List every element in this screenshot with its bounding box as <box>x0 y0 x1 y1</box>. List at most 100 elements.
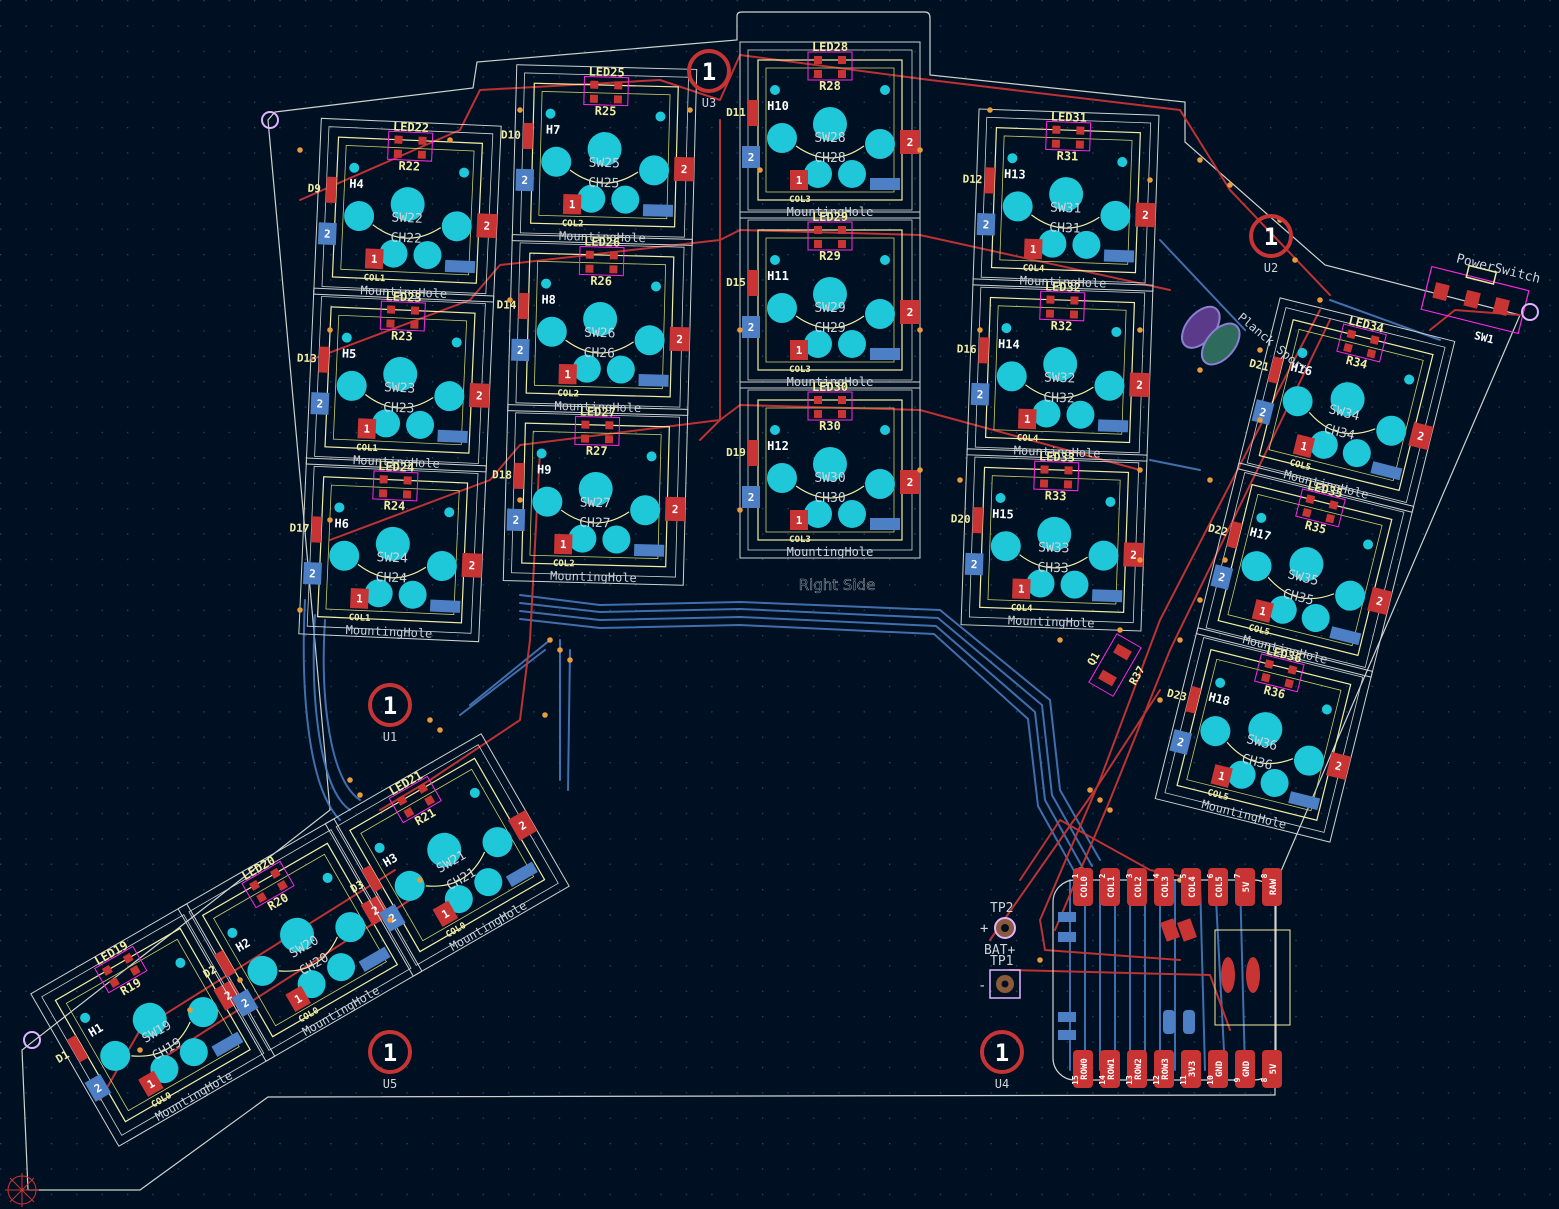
switch-pin-hole <box>990 531 1021 562</box>
mcu-pin[interactable]: 5V7 <box>1233 868 1255 906</box>
keycap-outline <box>502 404 689 586</box>
led-pad <box>276 880 288 891</box>
mcu-pin-number: 6 <box>1206 873 1215 878</box>
led-pad <box>1287 665 1298 675</box>
fab-outline <box>325 484 460 615</box>
via <box>437 727 443 733</box>
fiducial-ring <box>687 49 731 93</box>
mcu-pin[interactable]: 5V8 <box>1260 1050 1282 1088</box>
key-switch[interactable]: LED30R30221SW30CH30H12COL3MountingHoleD1… <box>726 380 921 559</box>
switch-pin-hole <box>297 970 326 999</box>
fiducial-ring <box>368 683 412 727</box>
mcu-pin-label: RAW <box>1269 878 1279 895</box>
pad-1 <box>1011 578 1031 600</box>
fab-outline <box>765 237 895 363</box>
switch-fab-arc <box>278 936 338 972</box>
pad-2 <box>1135 202 1156 228</box>
pad-2 <box>1325 751 1352 781</box>
mcu-pin-number: 5 <box>1179 873 1188 878</box>
hole-label: H18 <box>1207 690 1231 709</box>
pad-2-label: 2 <box>1142 209 1149 222</box>
pad-2-label: 2 <box>1136 379 1143 392</box>
led-courtyard <box>1336 323 1387 363</box>
led-pad <box>410 320 419 329</box>
fiducial: 1U4 <box>980 1030 1024 1091</box>
keycap-outline <box>313 117 502 303</box>
switch-pin-hole <box>1294 745 1325 776</box>
diode-label: D17 <box>289 521 309 535</box>
key-switch[interactable]: LED29R29221SW29CH29H11COL3MountingHoleD1… <box>726 210 921 389</box>
diode-pad <box>213 950 236 978</box>
switch-center-hole <box>813 447 847 481</box>
fiducial-ref: U4 <box>995 1077 1009 1091</box>
switch-pin-hole <box>179 1038 208 1067</box>
led-pad <box>1076 126 1085 135</box>
back-pad-2 <box>303 561 322 585</box>
pad-1 <box>1292 434 1316 458</box>
back-pad-1 <box>429 599 461 613</box>
led-courtyard <box>1295 488 1346 528</box>
led-hole <box>459 167 470 178</box>
key-switch[interactable]: LED28R28221SW28CH28H10COL3MountingHoleD1… <box>726 40 921 219</box>
switch-pin-hole <box>1026 569 1055 598</box>
led-label: LED23 <box>385 289 422 305</box>
hole-label: H3 <box>380 851 400 870</box>
fiducial-ref: U2 <box>1264 261 1278 275</box>
led-pad <box>379 475 388 484</box>
back-pad-2 <box>231 988 259 1017</box>
switch-fab-arc <box>1019 554 1088 569</box>
q1-label: Q1 <box>1085 650 1103 668</box>
fab-outline <box>1268 328 1424 482</box>
switch-center-hole <box>280 917 314 952</box>
back-pad-2 <box>1210 564 1234 590</box>
pad-1 <box>790 170 808 190</box>
led-pad <box>1302 507 1312 518</box>
fiducial-ref: U3 <box>702 96 716 110</box>
back-pad-2-label: 2 <box>517 344 524 357</box>
battery-testpoints[interactable]: TP2 + BAT+ TP1 - <box>978 901 1021 999</box>
pad-2-label: 2 <box>476 389 483 402</box>
led-pad <box>604 435 614 444</box>
pad-1 <box>350 588 369 609</box>
back-pad-2 <box>1251 399 1275 425</box>
back-pad-2 <box>964 552 984 576</box>
tp2-plus: + <box>980 921 988 937</box>
switch-pin-hole <box>188 997 219 1028</box>
pad-1-label: 1 <box>796 514 803 527</box>
key-switch[interactable]: LED33R33221SW33CH33H15COL4MountingHoleD2… <box>947 446 1148 632</box>
hole-label: H10 <box>767 99 789 113</box>
led-pad <box>1325 513 1336 524</box>
switch-pin-hole <box>364 579 393 608</box>
fab-label: CH22 <box>390 230 422 246</box>
mcu-pin-pad <box>1154 1050 1174 1088</box>
switch-pin-hole <box>344 201 375 232</box>
hole-label: H6 <box>334 516 349 531</box>
led-courtyard <box>388 775 442 824</box>
back-pad-1 <box>1097 419 1129 433</box>
fab-label: CH35 <box>1281 587 1315 609</box>
keycap-outline <box>177 818 423 1062</box>
mcu-pin-label: ROW3 <box>1161 1058 1171 1080</box>
pad-2 <box>664 496 686 522</box>
